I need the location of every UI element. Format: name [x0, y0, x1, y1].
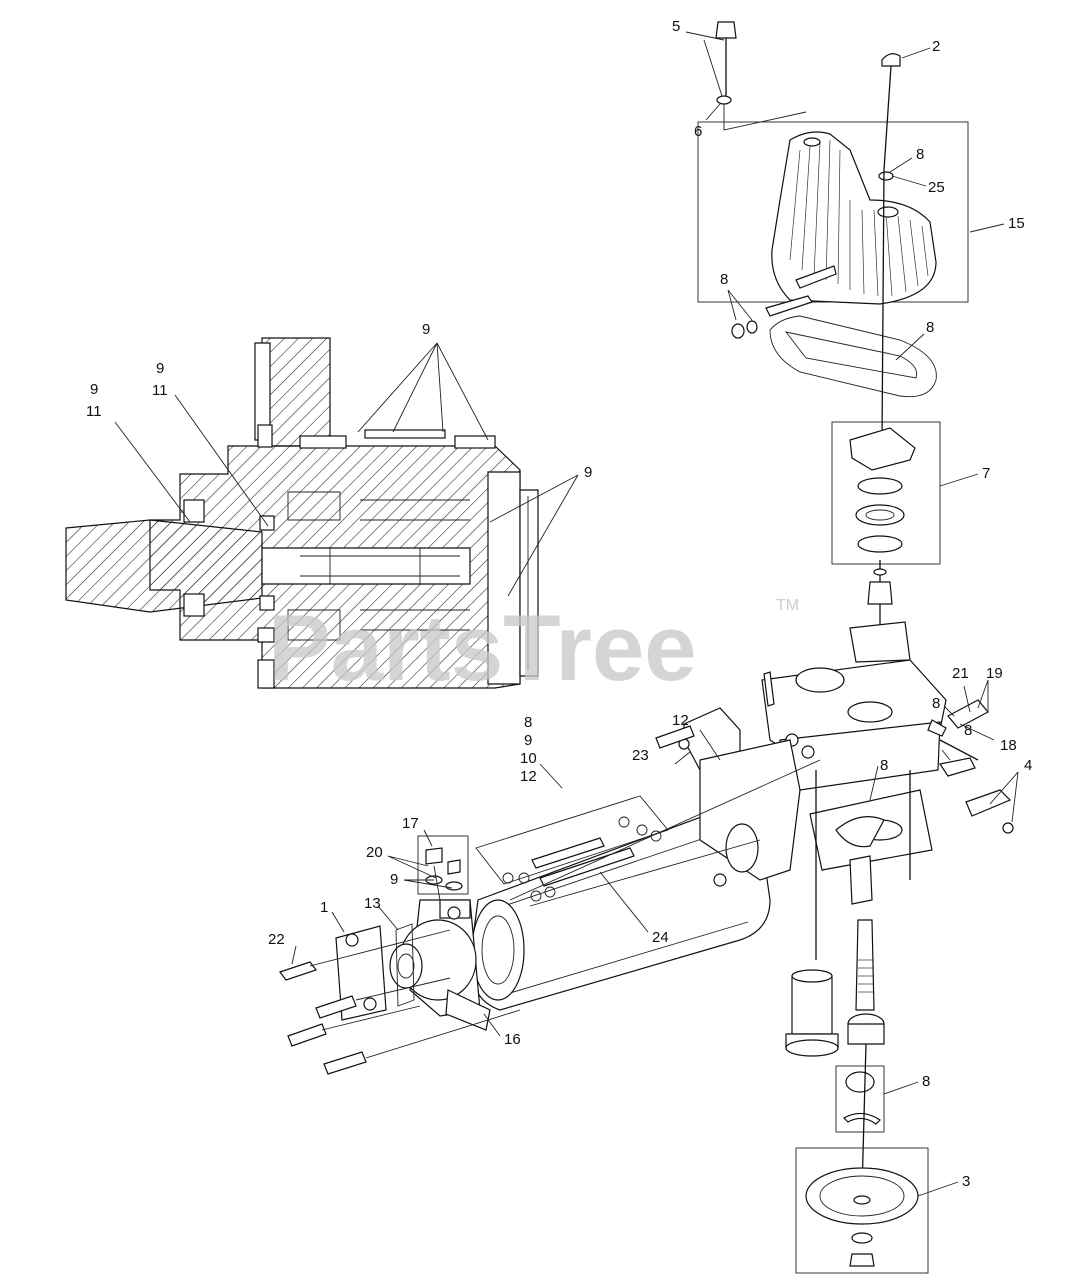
callout-13: 13 — [364, 895, 381, 912]
callout-8-top: 8 — [916, 146, 924, 163]
callout-24: 24 — [652, 929, 669, 946]
leader-lines — [291, 31, 1019, 1197]
input-shaft-and-pulley — [785, 919, 929, 1274]
callout-20: 20 — [366, 844, 383, 861]
callout-7: 7 — [982, 465, 990, 482]
callout-11-b: 11 — [152, 382, 168, 399]
callout-8-gasket: 8 — [926, 319, 934, 336]
watermark-trademark: TM — [776, 597, 799, 614]
callout-9-section: 9 — [422, 321, 430, 338]
callout-8-bearing: 8 — [922, 1073, 930, 1090]
callout-5: 5 — [672, 18, 680, 35]
callout-8-kit: 8 — [524, 714, 532, 731]
callout-21: 21 — [952, 665, 969, 682]
cover-fins — [789, 139, 929, 297]
callout-23: 23 — [632, 747, 649, 764]
callout-15: 15 — [1008, 215, 1025, 232]
callout-16: 16 — [504, 1031, 521, 1048]
callout-10-kit: 10 — [520, 750, 537, 767]
callout-8-left: 8 — [720, 271, 728, 288]
callout-1: 1 — [320, 899, 328, 916]
callout-25: 25 — [928, 179, 945, 196]
callout-9-kit: 9 — [524, 732, 532, 749]
callout-12-top: 12 — [672, 712, 689, 729]
callout-11-a: 11 — [86, 403, 102, 420]
callout-12-kit: 12 — [520, 768, 537, 785]
motor-assembly — [279, 707, 821, 1075]
callout-8-r2: 8 — [964, 722, 972, 739]
callout-9-right: 9 — [584, 464, 592, 481]
watermark-text: PartsTree — [268, 595, 697, 700]
callout-6: 6 — [694, 123, 702, 140]
callout-18: 18 — [1000, 737, 1017, 754]
callout-9-plug: 9 — [390, 871, 398, 888]
callout-4: 4 — [1024, 757, 1032, 774]
center-housing — [761, 659, 1014, 960]
callout-9-b: 9 — [156, 360, 164, 377]
callout-2: 2 — [932, 38, 940, 55]
housing-cover-assembly — [697, 21, 969, 441]
callout-17: 17 — [402, 815, 419, 832]
callout-22: 22 — [268, 931, 285, 948]
callout-8-base: 8 — [880, 757, 888, 774]
callout-3: 3 — [962, 1173, 970, 1190]
cross-section-view — [65, 337, 579, 689]
swashplate-kit — [831, 421, 941, 663]
callout-9-a: 9 — [90, 381, 98, 398]
callout-8-r1: 8 — [932, 695, 940, 712]
callout-19: 19 — [986, 665, 1003, 682]
callout-labels: 5 2 6 8 25 15 8 8 7 9 9 11 9 11 9 21 19 … — [86, 18, 1032, 1190]
